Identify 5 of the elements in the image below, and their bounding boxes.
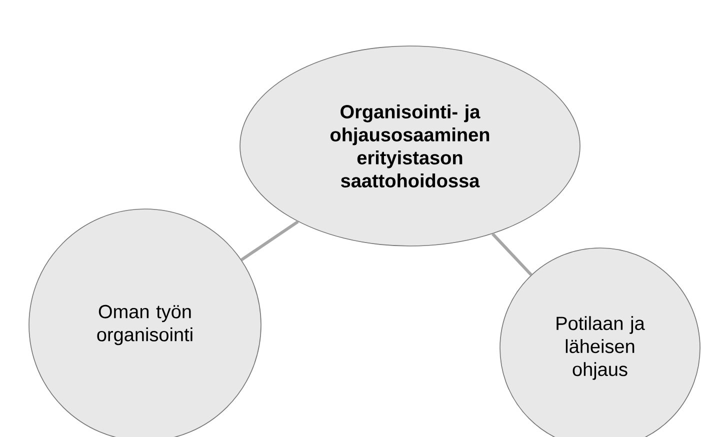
ellipse-node: Organisointi- ja ohjausosaaminen erityistason saattohoidossa: [240, 46, 580, 246]
connector-line: [240, 220, 299, 262]
connector-line: [492, 232, 532, 276]
circle-node: Oman työn organisointi: [28, 208, 262, 437]
circle-node: Potilaan ja läheisen ohjaus: [500, 248, 700, 437]
